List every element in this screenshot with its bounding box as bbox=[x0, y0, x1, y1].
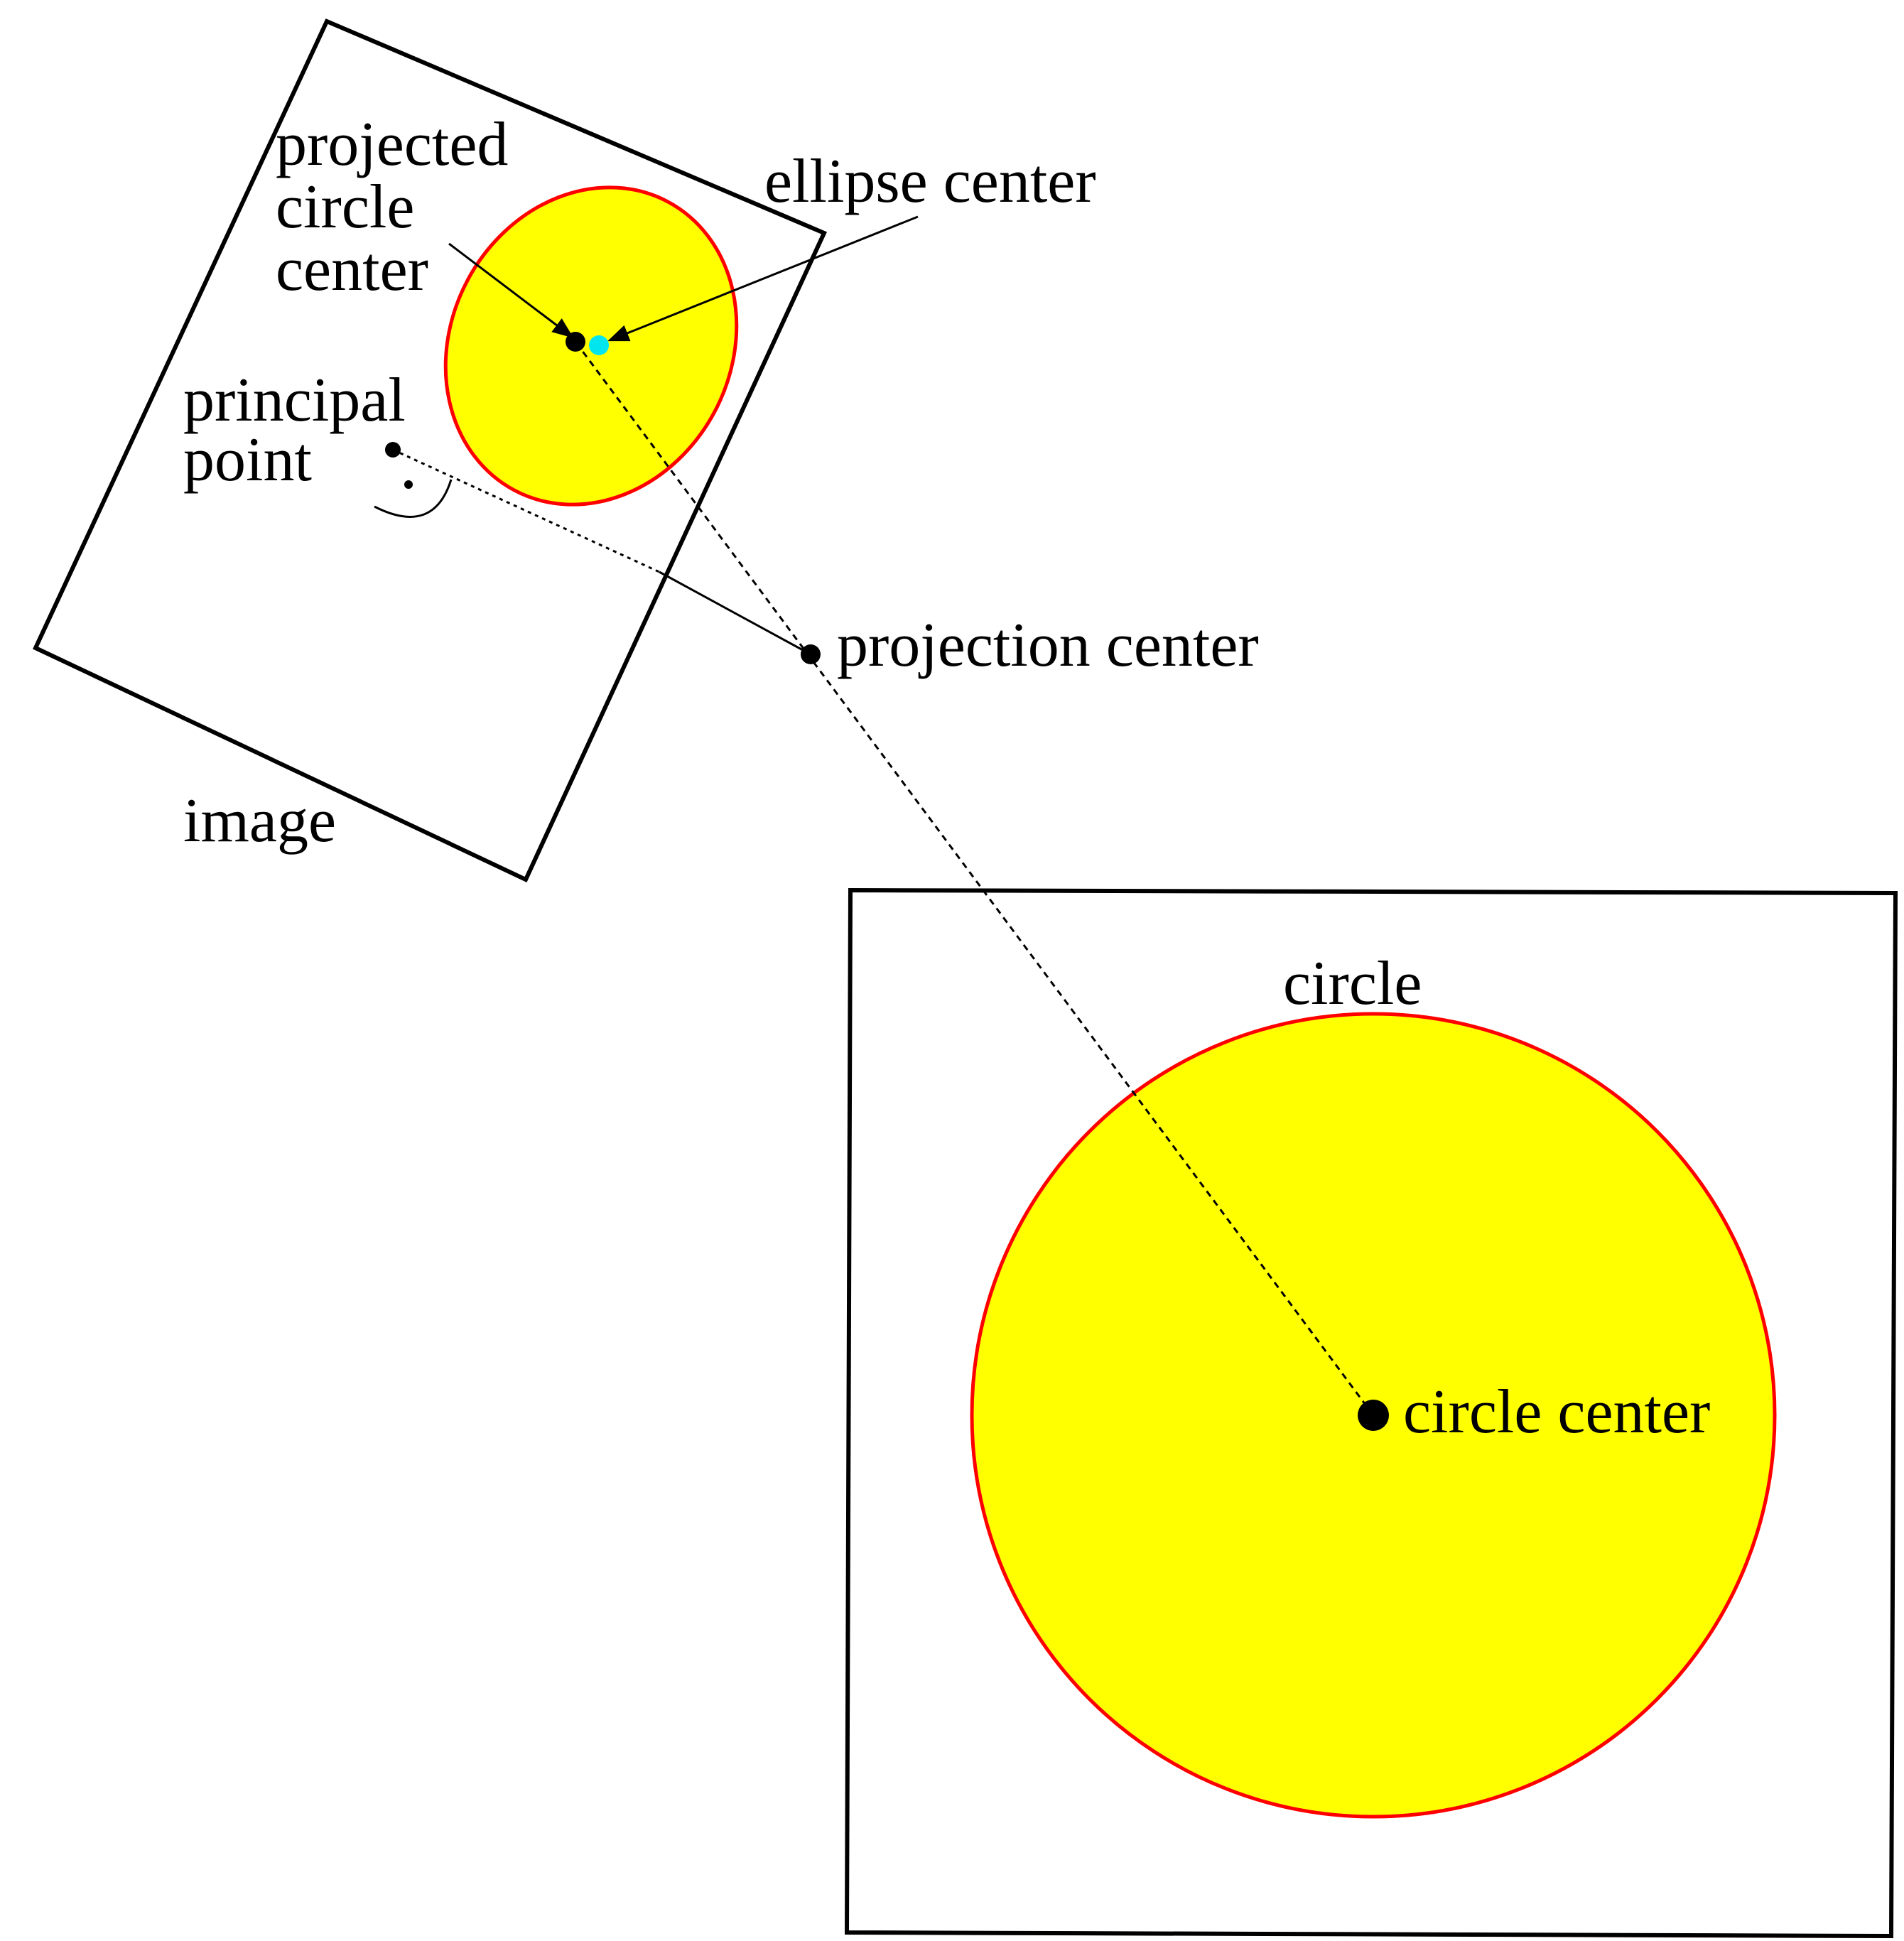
ellipse-center-point bbox=[589, 335, 609, 355]
projection-center-label: projection center bbox=[837, 611, 1259, 680]
principal-point-label-line1: principal bbox=[183, 366, 406, 435]
circle-label: circle bbox=[1283, 949, 1422, 1018]
right-angle-dot bbox=[404, 480, 413, 489]
projected-circle-center-arrow bbox=[448, 242, 574, 338]
optical-axis-dotted bbox=[392, 448, 660, 573]
projection-ray bbox=[574, 341, 1375, 1416]
projected-circle-center-label-line3: center bbox=[276, 235, 428, 304]
projection-center-point bbox=[801, 644, 821, 664]
principal-point-label: principal point bbox=[183, 366, 421, 494]
circle-center-point bbox=[1358, 1400, 1389, 1431]
principal-point-label-line2: point bbox=[183, 426, 312, 494]
image-plane bbox=[33, 18, 828, 883]
ellipse-center-arrow bbox=[607, 215, 919, 342]
projected-circle-center-point bbox=[566, 332, 585, 352]
object-plane bbox=[844, 887, 1898, 1939]
projected-circle-center-label-line2: circle bbox=[276, 173, 414, 242]
ellipse-center-label: ellipse center bbox=[764, 147, 1096, 216]
right-angle-arc bbox=[374, 479, 453, 518]
image-label: image bbox=[183, 786, 336, 855]
circle-center-label: circle center bbox=[1403, 1378, 1710, 1447]
projected-circle-center-label-line1: projected bbox=[276, 110, 508, 179]
optical-axis-solid bbox=[659, 571, 811, 656]
principal-point-dot bbox=[385, 442, 401, 458]
projected-circle-center-label: projected circle center bbox=[276, 110, 524, 304]
